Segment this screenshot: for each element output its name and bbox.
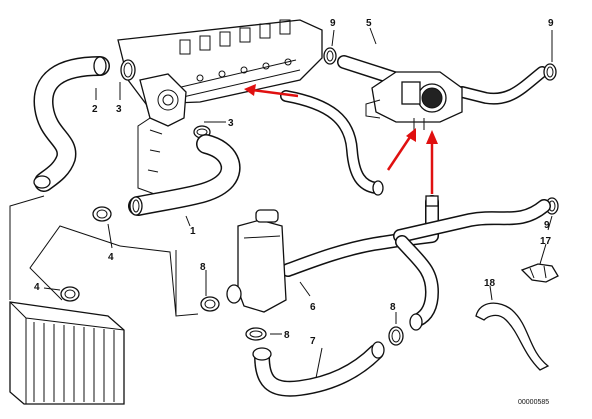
leader-lines bbox=[9, 27, 553, 379]
callout-4-upper: 4 bbox=[108, 252, 114, 263]
hose-clamp-3-upper bbox=[120, 59, 136, 81]
hose-7 bbox=[252, 341, 385, 397]
hose-clamp-4-upper bbox=[92, 206, 112, 222]
callout-4-lower: 4 bbox=[34, 282, 40, 293]
clip-17 bbox=[520, 263, 559, 283]
hose-clamp-9-top-right bbox=[543, 63, 557, 81]
hose-clamp-8-left bbox=[200, 296, 220, 312]
hose-clamp-8-middle bbox=[245, 327, 267, 341]
callout-6: 6 bbox=[310, 302, 316, 313]
expansion-tank bbox=[226, 209, 287, 313]
hose-clamp-4-lower bbox=[60, 286, 80, 302]
bypass-hose bbox=[280, 90, 384, 196]
callout-9-top-right: 9 bbox=[548, 18, 554, 29]
hose-clamp-9-top-left bbox=[323, 47, 337, 65]
arrow-to-bypass-hose bbox=[244, 84, 299, 98]
hose-2 bbox=[33, 56, 110, 192]
callout-7: 7 bbox=[310, 336, 316, 347]
callout-3-upper: 3 bbox=[116, 104, 122, 115]
radiator bbox=[9, 301, 125, 405]
callout-8-right: 8 bbox=[390, 302, 396, 313]
callout-3-lower: 3 bbox=[228, 118, 234, 129]
strap-18 bbox=[475, 302, 550, 371]
callout-8-left: 8 bbox=[200, 262, 206, 273]
callout-5: 5 bbox=[366, 18, 372, 29]
red-arrows bbox=[244, 84, 438, 194]
callout-1: 1 bbox=[190, 226, 196, 237]
callout-17: 17 bbox=[540, 236, 552, 247]
diagram-reference-number: 00000585 bbox=[518, 399, 549, 406]
callout-labels: 1 2 3 3 4 4 5 6 7 8 8 8 9 9 9 17 18 bbox=[34, 18, 554, 347]
arrow-to-throttle-right bbox=[426, 130, 438, 194]
callout-18: 18 bbox=[484, 278, 496, 289]
callout-8-middle: 8 bbox=[284, 330, 290, 341]
callout-9-top-left: 9 bbox=[330, 18, 336, 29]
arrow-to-throttle-left bbox=[386, 128, 416, 171]
callout-2: 2 bbox=[92, 104, 98, 115]
hose-1 bbox=[128, 134, 241, 216]
callout-9-right: 9 bbox=[544, 220, 550, 231]
throttle-body bbox=[365, 71, 463, 130]
hose-6 bbox=[281, 195, 551, 331]
hose-clamp-8-right bbox=[388, 326, 404, 346]
engine-cylinder-head bbox=[117, 19, 323, 197]
